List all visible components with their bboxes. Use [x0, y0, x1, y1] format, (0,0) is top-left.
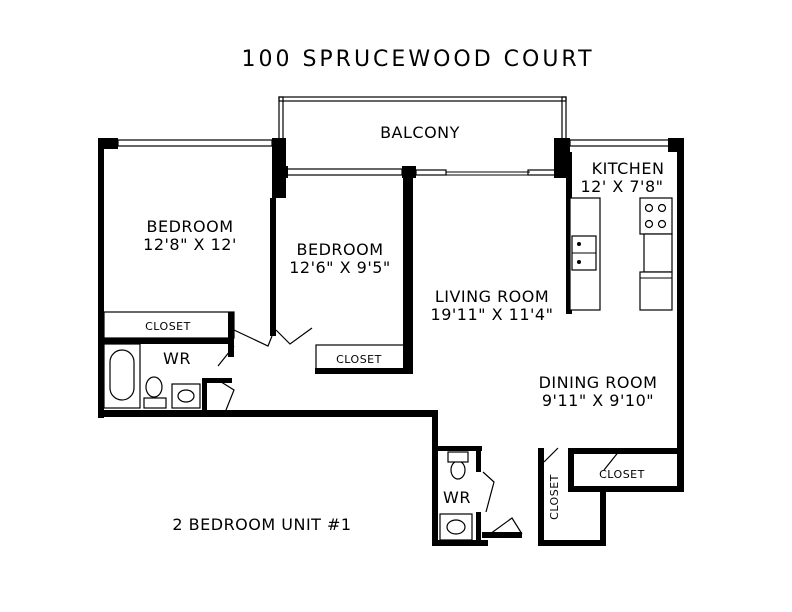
bedroom2-size: 12'6" X 9'5"	[289, 258, 391, 277]
unit-label: 2 BEDROOM UNIT #1	[172, 515, 351, 534]
entry-washroom-label: WR	[443, 488, 471, 507]
closet-label-bedroom2: CLOSET	[336, 353, 382, 366]
closet-label-bedroom1: CLOSET	[145, 320, 191, 333]
closet-label-dining: CLOSET	[599, 468, 645, 481]
doors	[217, 327, 621, 535]
living-room-label: LIVING ROOM	[435, 287, 549, 306]
plan-title: 100 SPRUCEWOOD COURT	[241, 47, 594, 72]
closet-label-hall: CLOSET	[548, 474, 561, 520]
dining-room-size: 9'11" X 9'10"	[542, 391, 654, 410]
kitchen-fixtures	[569, 197, 673, 311]
living-room-size: 19'11" X 11'4"	[431, 305, 554, 324]
kitchen-size: 12' X 7'8"	[580, 177, 663, 196]
main-washroom-label: WR	[163, 349, 191, 368]
bedroom1-size: 12'8" X 12'	[143, 235, 237, 254]
bedroom2-label: BEDROOM	[296, 240, 383, 259]
dining-room-label: DINING ROOM	[539, 373, 658, 392]
walls	[98, 138, 684, 546]
toilet-icon	[145, 376, 163, 398]
toilet-icon	[450, 460, 466, 480]
stove-icon	[639, 197, 673, 235]
entry-washroom-fixtures	[439, 451, 473, 541]
kitchen-label: KITCHEN	[592, 159, 665, 178]
fridge-icon	[643, 233, 673, 273]
balcony-label: BALCONY	[380, 123, 460, 142]
bedroom1-label: BEDROOM	[146, 217, 233, 236]
main-washroom-fixtures	[103, 343, 201, 409]
